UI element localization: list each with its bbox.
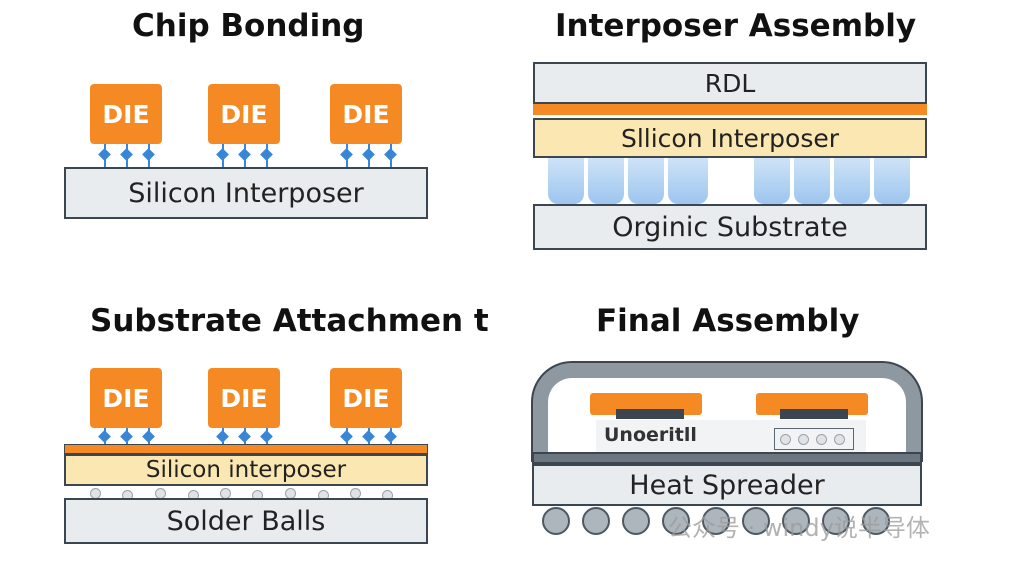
organic-substrate-slab: Orginic Substrate (533, 204, 927, 250)
substrate-attachment-title: Substrate Attachmen t (90, 303, 489, 339)
die-block: DIE (208, 368, 280, 428)
rdl-orange-strip (533, 104, 927, 115)
die-contact (780, 409, 848, 419)
interposer-assembly-title: Interposer Assembly (555, 8, 917, 44)
solder-balls-slab: Solder Balls (64, 498, 428, 544)
bump-box (774, 428, 854, 450)
lid-outline (531, 361, 923, 462)
interposer-orange-strip (64, 444, 428, 454)
substrate-strip (532, 452, 922, 464)
die-contact (616, 409, 684, 419)
silicon-interposer-layer: Silicon interposer (64, 454, 428, 486)
heat-spreader-slab: Heat Spreader (532, 464, 922, 506)
die-block: DIE (208, 84, 280, 144)
die-block: DIE (90, 368, 162, 428)
silicon-interposer-layer: Sllicon Interposer (533, 118, 927, 158)
die-block: DIE (90, 84, 162, 144)
rdl-layer: RDL (533, 62, 927, 104)
underfill-label: Unoeritll (604, 424, 697, 446)
final-assembly-title: Final Assembly (596, 303, 860, 339)
die-block: DIE (330, 368, 402, 428)
chip-bonding-title: Chip Bonding (132, 8, 365, 44)
die-block: DIE (330, 84, 402, 144)
watermark-text: 公众号 · windy说半导体 (668, 514, 930, 542)
silicon-interposer-slab: Silicon Interposer (64, 167, 428, 219)
